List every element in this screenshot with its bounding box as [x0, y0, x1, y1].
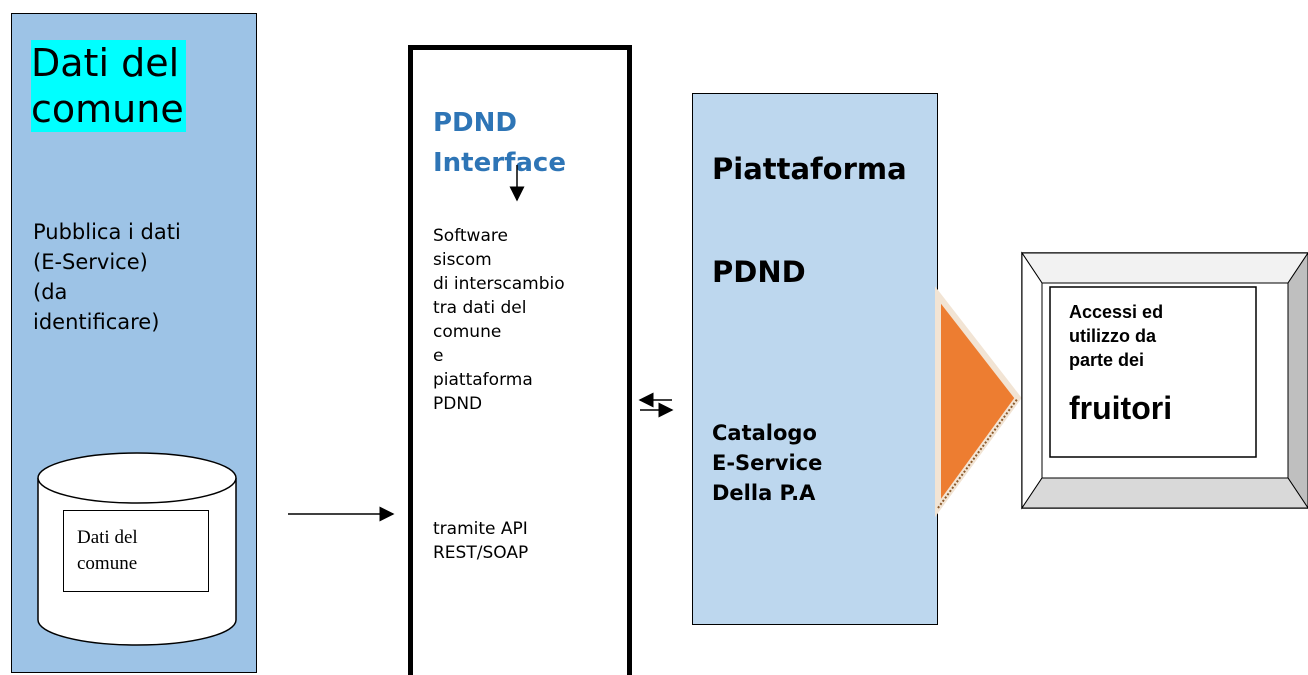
- platform-subtitle: PDND: [712, 255, 806, 289]
- catalog-text: Catalogo E-Service Della P.A: [712, 421, 823, 505]
- fruitori-frame: [1021, 251, 1308, 510]
- fruitori-description: Accessi ed utilizzo da parte dei: [1069, 302, 1164, 370]
- platform-title: Piattaforma: [712, 152, 907, 186]
- interface-api-text: tramite API REST/SOAP: [433, 519, 529, 563]
- database-label: Dati del comune: [63, 510, 209, 592]
- interface-box: [408, 45, 632, 675]
- access-arrow: [935, 286, 1022, 518]
- fruitori-label: fruitori: [1069, 390, 1173, 426]
- interface-description: Software siscom di interscambio tra dati…: [433, 226, 565, 414]
- comune-title: Dati del comune: [31, 40, 186, 132]
- interface-title: PDND Interface: [433, 108, 566, 178]
- comune-description: Pubblica i dati (E-Service) (da identifi…: [33, 220, 181, 334]
- platform-box: [692, 93, 938, 625]
